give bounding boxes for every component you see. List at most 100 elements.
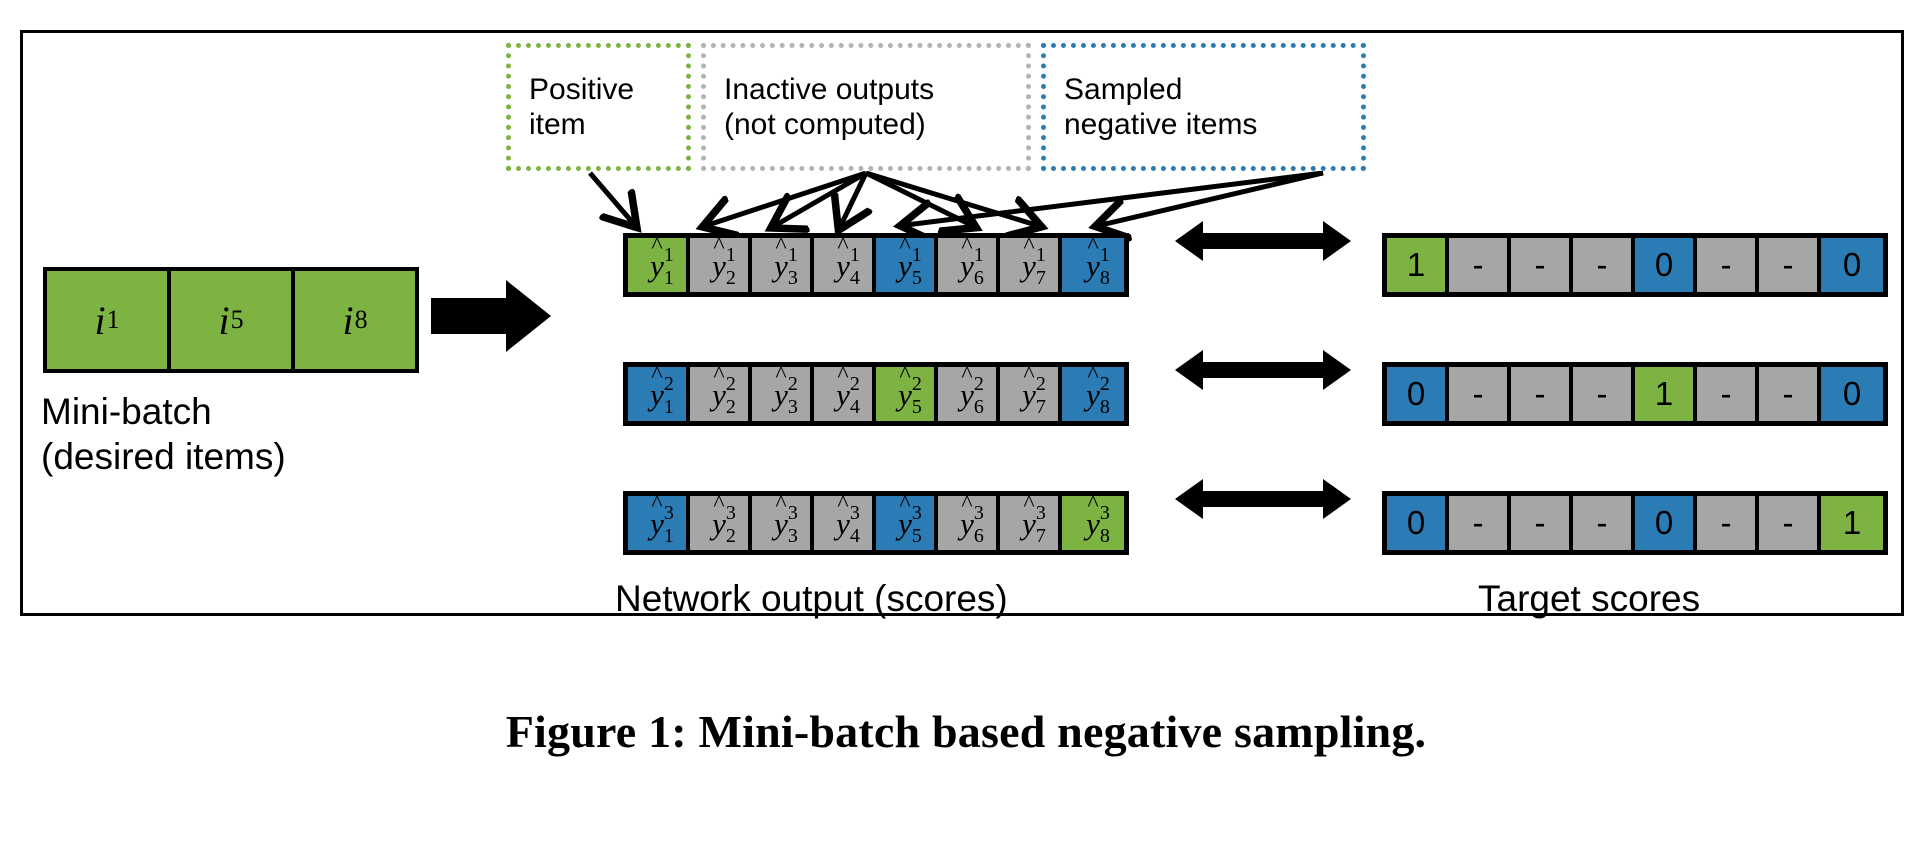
target-cell-r2-c3: - — [1511, 367, 1573, 421]
target-scores-row-3: 0---0--1 — [1382, 491, 1888, 555]
hat-accent-icon: ^ — [899, 361, 911, 388]
yhat-base: y — [960, 505, 974, 541]
yhat-superscript: 3 — [849, 501, 860, 524]
yhat-base: y — [1086, 376, 1100, 412]
yhat-base: y — [960, 247, 974, 283]
hat-accent-icon: ^ — [961, 232, 973, 259]
target-cell-r2-c6: - — [1697, 367, 1759, 421]
minibatch-item-subscript: 8 — [354, 305, 368, 334]
target-cell-value: - — [1472, 375, 1484, 412]
yhat-subscript: 8 — [1099, 266, 1110, 289]
hat-accent-icon: ^ — [961, 490, 973, 517]
arrow-batch-to-network — [431, 280, 551, 352]
yhat-base: y — [898, 505, 912, 541]
yhat-subscript: 2 — [725, 395, 736, 418]
target-cell-r2-c8: 0 — [1821, 367, 1883, 421]
target-cell-r1-c1: 1 — [1387, 238, 1449, 292]
minibatch-item-subscript: 5 — [230, 305, 244, 334]
yhat-base: y — [774, 505, 788, 541]
hat-accent-icon: ^ — [1023, 361, 1035, 388]
hat-accent-icon: ^ — [1087, 361, 1099, 388]
target-cell-r1-c8: 0 — [1821, 238, 1883, 292]
arrow-scores-to-target-row1 — [1175, 221, 1351, 261]
legend-inactive-label: Inactive outputs (not computed) — [724, 72, 935, 141]
yhat-subscript: 3 — [787, 395, 798, 418]
yhat-subscript: 8 — [1099, 395, 1110, 418]
target-cell-value: 1 — [1842, 504, 1862, 541]
yhat-superscript: 3 — [787, 501, 798, 524]
hat-accent-icon: ^ — [837, 232, 849, 259]
target-cell-value: - — [1782, 375, 1794, 412]
target-cell-r2-c7: - — [1759, 367, 1821, 421]
yhat-base: y — [836, 247, 850, 283]
hat-accent-icon: ^ — [713, 232, 725, 259]
yhat-subscript: 7 — [1035, 395, 1046, 418]
arrow-positive-to-cell1 — [588, 171, 633, 223]
yhat-base: y — [774, 247, 788, 283]
yhat-subscript: 4 — [849, 395, 860, 418]
target-cell-value: - — [1472, 246, 1484, 283]
yhat-superscript: 1 — [849, 243, 860, 266]
yhat-base: y — [1086, 247, 1100, 283]
target-cell-value: - — [1534, 375, 1546, 412]
target-cell-value: - — [1782, 504, 1794, 541]
figure-frame: Positive item Inactive outputs (not comp… — [20, 30, 1904, 619]
arrow-negative-fan — [906, 170, 1324, 225]
hat-accent-icon: ^ — [899, 490, 911, 517]
network-output-caption: Network output (scores) — [615, 578, 1008, 619]
target-cell-value: - — [1720, 504, 1732, 541]
arrow-scores-to-target-row2 — [1175, 350, 1351, 390]
yhat-superscript: 2 — [973, 372, 984, 395]
yhat-subscript: 3 — [787, 524, 798, 547]
yhat-superscript: 1 — [1035, 243, 1046, 266]
hat-accent-icon: ^ — [899, 232, 911, 259]
target-cell-value: - — [1472, 504, 1484, 541]
target-cell-value: - — [1720, 375, 1732, 412]
yhat-base: y — [650, 376, 664, 412]
hat-accent-icon: ^ — [1023, 232, 1035, 259]
yhat-base: y — [1022, 376, 1036, 412]
target-scores-row-1: 1---0--0 — [1382, 233, 1888, 297]
yhat-base: y — [1022, 247, 1036, 283]
target-cell-r1-c7: - — [1759, 238, 1821, 292]
target-cell-r3-c6: - — [1697, 496, 1759, 550]
target-cell-value: - — [1534, 504, 1546, 541]
target-cell-value: 1 — [1406, 246, 1426, 283]
yhat-superscript: 2 — [725, 372, 736, 395]
yhat-base: y — [650, 247, 664, 283]
yhat-superscript: 3 — [725, 501, 736, 524]
target-cell-value: 0 — [1842, 375, 1862, 412]
target-cell-value: - — [1596, 375, 1608, 412]
minibatch-caption: Mini-batch (desired items) — [41, 391, 286, 478]
yhat-base: y — [836, 505, 850, 541]
yhat-base: y — [774, 376, 788, 412]
